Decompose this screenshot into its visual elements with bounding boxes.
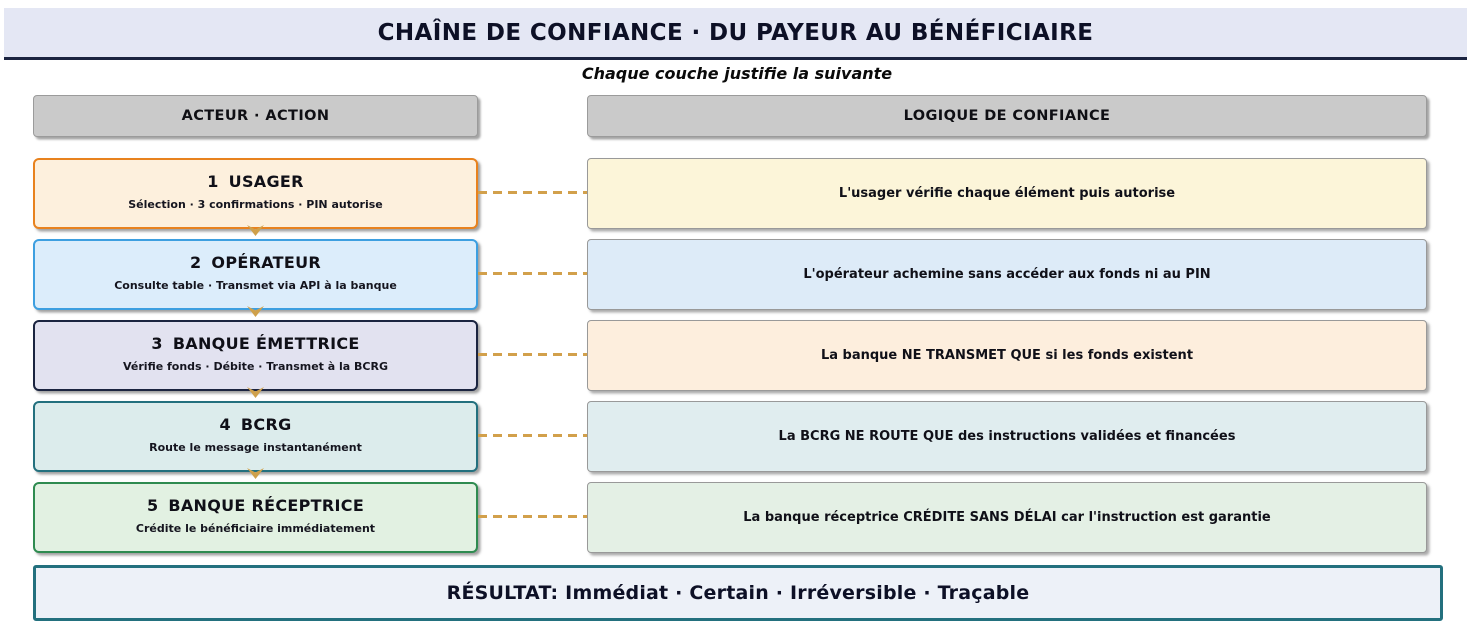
actor-box-banque-emettrice: 3 BANQUE ÉMETTRICE Vérifie fonds · Débit… xyxy=(33,320,478,391)
actor-box-banque-receptrice: 5 BANQUE RÉCEPTRICE Crédite le bénéficia… xyxy=(33,482,478,553)
dashed-connector xyxy=(478,434,587,437)
actor-title: 3 BANQUE ÉMETTRICE xyxy=(35,335,476,353)
actor-action: Consulte table · Transmet via API à la b… xyxy=(114,279,397,292)
dashed-connector xyxy=(478,191,587,194)
dashed-connector xyxy=(478,272,587,275)
down-arrow-icon xyxy=(247,387,264,398)
actor-box-bcrg: 4 BCRG Route le message instantanément xyxy=(33,401,478,472)
dashed-connector xyxy=(478,353,587,356)
dashed-connector xyxy=(478,515,587,518)
chain-row-operateur: 2 OPÉRATEUR Consulte table · Transmet vi… xyxy=(0,239,1474,317)
actor-action: Sélection · 3 confirmations · PIN autori… xyxy=(128,198,383,211)
logic-box-usager: L'usager vérifie chaque élément puis aut… xyxy=(587,158,1427,229)
actor-number: 4 xyxy=(219,415,231,434)
logic-box-operateur: L'opérateur achemine sans accéder aux fo… xyxy=(587,239,1427,310)
actor-title: 1 USAGER xyxy=(35,173,476,191)
actor-name: USAGER xyxy=(228,172,304,191)
down-arrow-icon xyxy=(247,468,264,479)
actor-action: Route le message instantanément xyxy=(149,441,362,454)
down-arrow-icon xyxy=(247,306,264,317)
actor-number: 2 xyxy=(189,253,202,272)
actor-title: 2 OPÉRATEUR xyxy=(35,254,476,272)
diagram-title-bar: CHAÎNE DE CONFIANCE · DU PAYEUR AU BÉNÉF… xyxy=(4,8,1467,60)
column-header-actors: ACTEUR · ACTION xyxy=(33,95,478,137)
actor-name: BANQUE ÉMETTRICE xyxy=(172,334,360,353)
chain-row-banque-emettrice: 3 BANQUE ÉMETTRICE Vérifie fonds · Débit… xyxy=(0,320,1474,398)
actor-name: BCRG xyxy=(240,415,292,434)
chain-row-banque-receptrice: 5 BANQUE RÉCEPTRICE Crédite le bénéficia… xyxy=(0,482,1474,553)
actor-name: BANQUE RÉCEPTRICE xyxy=(168,496,365,515)
logic-box-bcrg: La BCRG NE ROUTE QUE des instructions va… xyxy=(587,401,1427,472)
actor-title: 5 BANQUE RÉCEPTRICE xyxy=(35,497,476,515)
actor-number: 5 xyxy=(146,496,159,515)
actor-box-usager: 1 USAGER Sélection · 3 confirmations · P… xyxy=(33,158,478,229)
diagram-title: CHAÎNE DE CONFIANCE · DU PAYEUR AU BÉNÉF… xyxy=(377,19,1094,46)
chain-row-usager: 1 USAGER Sélection · 3 confirmations · P… xyxy=(0,158,1474,236)
column-header-logic: LOGIQUE DE CONFIANCE xyxy=(587,95,1427,137)
logic-box-banque-receptrice: La banque réceptrice CRÉDITE SANS DÉLAI … xyxy=(587,482,1427,553)
actor-action: Vérifie fonds · Débite · Transmet à la B… xyxy=(123,360,388,373)
actor-action: Crédite le bénéficiaire immédiatement xyxy=(135,522,376,535)
actor-number: 1 xyxy=(207,172,219,191)
result-bar: RÉSULTAT: Immédiat · Certain · Irréversi… xyxy=(33,565,1443,621)
logic-box-banque-emettrice: La banque NE TRANSMET QUE si les fonds e… xyxy=(587,320,1427,391)
chain-row-bcrg: 4 BCRG Route le message instantanément L… xyxy=(0,401,1474,479)
diagram-subtitle: Chaque couche justifie la suivante xyxy=(581,64,893,83)
actor-name: OPÉRATEUR xyxy=(211,253,321,272)
actor-number: 3 xyxy=(151,334,163,353)
down-arrow-icon xyxy=(247,225,264,236)
actor-box-operateur: 2 OPÉRATEUR Consulte table · Transmet vi… xyxy=(33,239,478,310)
actor-title: 4 BCRG xyxy=(35,416,476,434)
